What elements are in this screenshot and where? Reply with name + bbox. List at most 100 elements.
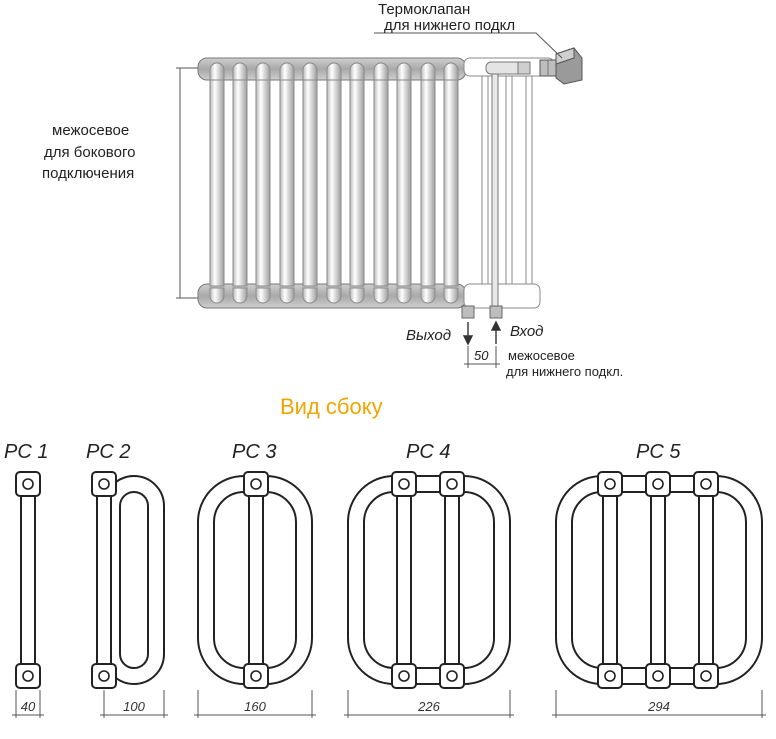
- model-name: PC 3: [232, 441, 276, 463]
- vertical-column: [20, 483, 36, 677]
- radiator-tube-bottom: [232, 287, 248, 304]
- radiator-tube-body: [443, 77, 459, 287]
- width-value: 294: [647, 699, 670, 714]
- width-dimension: [344, 690, 514, 718]
- lug-hole: [22, 670, 34, 682]
- model-name: PC 2: [86, 441, 130, 463]
- vertical-column: [96, 483, 112, 677]
- side-view-pc-2: PC 2 100: [86, 441, 168, 718]
- thermovalve-label-line1: Термоклапан: [378, 1, 470, 18]
- radiator-tube-bottom: [209, 287, 225, 304]
- model-name: PC 5: [636, 441, 681, 463]
- width-value: 100: [123, 699, 145, 714]
- bottom-spacing-value: 50: [474, 348, 489, 363]
- radiator-tube-top: [373, 62, 389, 81]
- radiator-tube-body: [302, 77, 318, 287]
- radiator-tube-top: [349, 62, 365, 81]
- lug-hole: [250, 670, 262, 682]
- lug-hole: [98, 478, 110, 490]
- radiator-tube-bottom: [326, 287, 342, 304]
- lug-hole: [398, 478, 410, 490]
- radiator-tube-top: [232, 62, 248, 81]
- bottom-spacing-label-line1: межосевое: [508, 348, 575, 363]
- side-spacing-dimension: [176, 67, 200, 299]
- radiator-tube-top: [443, 62, 459, 81]
- radiator-tube-bottom: [349, 287, 365, 304]
- lug-hole: [250, 478, 262, 490]
- outer-loop-pipe: [103, 474, 165, 686]
- lug-hole: [446, 478, 458, 490]
- radiator-tube-bottom: [420, 287, 436, 304]
- thermovalve-leader: [374, 32, 563, 59]
- model-name: PC 4: [406, 441, 450, 463]
- radiator-tube-body: [232, 77, 248, 287]
- radiator-tube-top: [209, 62, 225, 81]
- radiator-tube-bottom: [302, 287, 318, 304]
- outer-loop-pipe: [347, 475, 511, 685]
- thermovalve-label-line2: для нижнего подкл: [384, 17, 515, 34]
- lug-hole: [22, 478, 34, 490]
- vertical-column: [602, 483, 618, 677]
- lug-hole: [604, 478, 616, 490]
- radiator-tube-body: [396, 77, 412, 287]
- bottom-connection-pipes: [461, 305, 503, 319]
- vertical-column: [444, 483, 460, 677]
- radiator-tube-bottom: [255, 287, 271, 304]
- inlet-arrow: [490, 320, 502, 344]
- radiator-tube-top: [279, 62, 295, 81]
- outlet-arrow: [462, 322, 474, 346]
- radiator-tube-bottom: [396, 287, 412, 304]
- bottom-spacing-dimension: [464, 346, 500, 368]
- radiator-tube-bottom: [279, 287, 295, 304]
- radiator-tube-body: [209, 77, 225, 287]
- radiator-tube-bottom: [373, 287, 389, 304]
- side-view-pc-5: PC 5 294: [552, 441, 766, 718]
- radiator-tube-top: [255, 62, 271, 81]
- vertical-column: [698, 483, 714, 677]
- bypass-section: [463, 57, 555, 317]
- vertical-column: [248, 483, 264, 677]
- vertical-column: [650, 483, 666, 677]
- radiator-tube-top: [302, 62, 318, 81]
- radiator-tube-body: [420, 77, 436, 287]
- side-spacing-label-line3: подключения: [42, 165, 134, 182]
- lug-hole: [700, 478, 712, 490]
- inner-loop-pipe: [119, 490, 149, 670]
- side-view-pc-1: PC 140: [4, 441, 48, 718]
- width-dimension: [194, 690, 316, 718]
- bottom-spacing-label-line2: для нижнего подкл.: [506, 364, 623, 379]
- inner-loop-pipe: [363, 491, 495, 669]
- radiator-front-view: [176, 32, 583, 368]
- radiator-tube-top: [420, 62, 436, 81]
- inlet-label: Вход: [510, 323, 543, 340]
- width-dimension: [100, 690, 168, 718]
- radiator-tube-body: [373, 77, 389, 287]
- lug-hole: [652, 670, 664, 682]
- side-view-pc-3: PC 3 160: [194, 441, 316, 718]
- lug-hole: [398, 670, 410, 682]
- side-spacing-label-line2: для бокового: [44, 144, 135, 161]
- radiator-tube-top: [396, 62, 412, 81]
- thermovalve: [539, 47, 583, 85]
- side-spacing-label-line1: межосевое: [52, 122, 129, 139]
- lug-hole: [652, 478, 664, 490]
- vertical-column: [396, 483, 412, 677]
- lug-hole: [604, 670, 616, 682]
- radiator-tube-body: [255, 77, 271, 287]
- width-value: 160: [244, 699, 266, 714]
- width-dimension: [12, 690, 44, 718]
- outlet-label: Выход: [406, 327, 451, 344]
- width-value: 40: [21, 699, 36, 714]
- lug-hole: [446, 670, 458, 682]
- radiator-tube-body: [326, 77, 342, 287]
- radiator-tube-top: [326, 62, 342, 81]
- radiator-tube-body: [349, 77, 365, 287]
- side-view-title: Вид сбоку: [280, 394, 383, 419]
- lug-hole: [98, 670, 110, 682]
- radiator-tube-body: [279, 77, 295, 287]
- lug-hole: [700, 670, 712, 682]
- radiator-tube-fronts: [209, 62, 459, 304]
